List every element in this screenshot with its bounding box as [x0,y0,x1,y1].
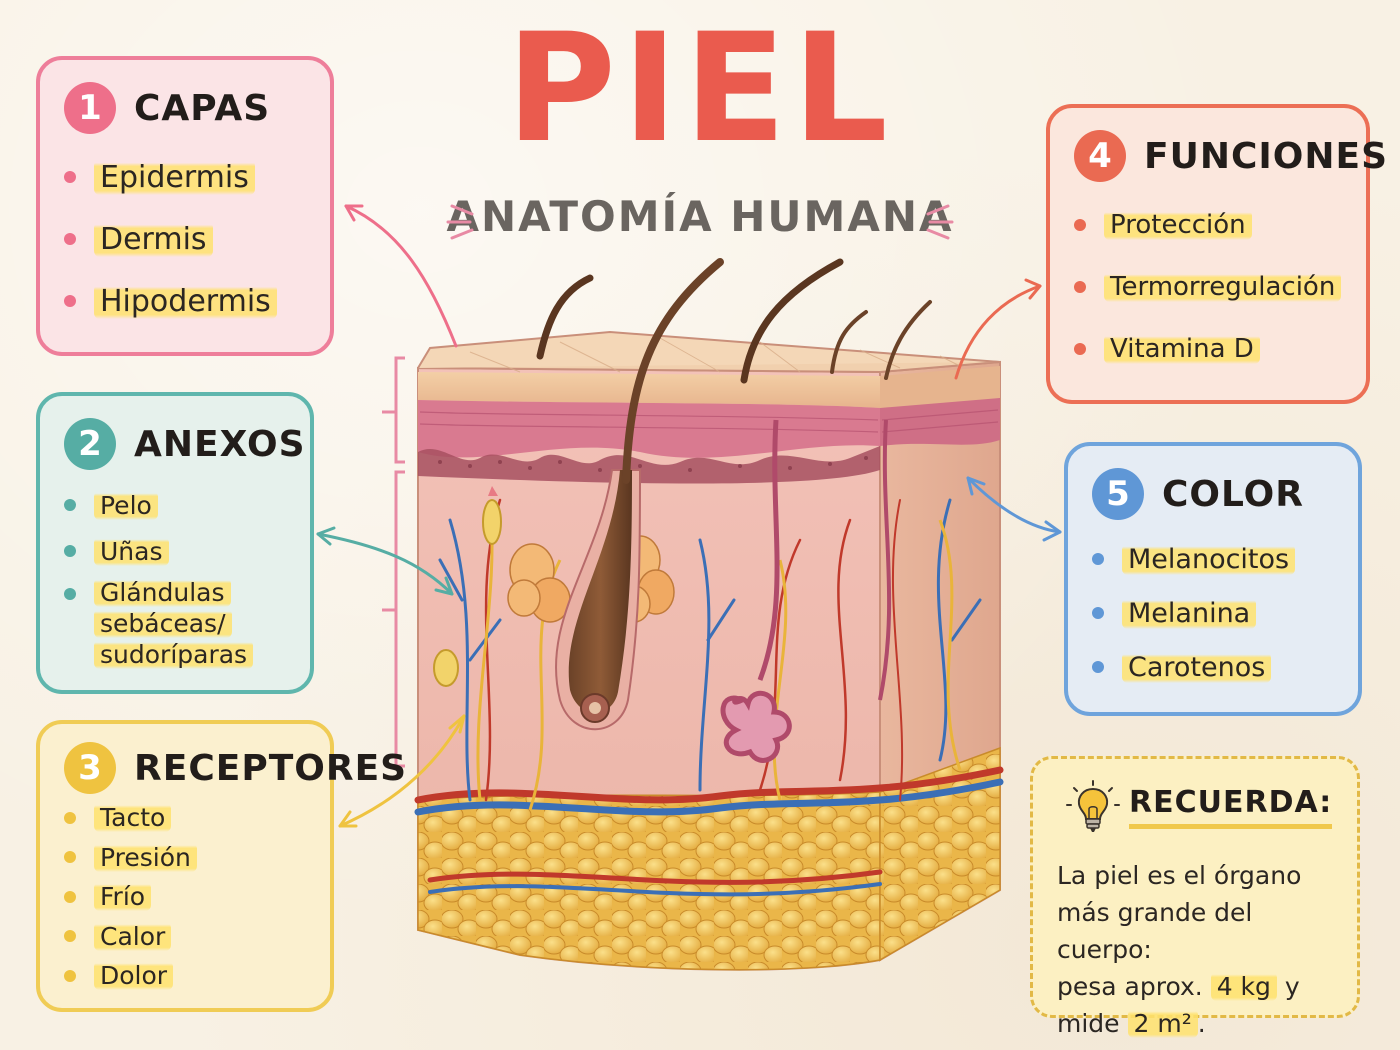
bullet-icon [64,233,76,245]
list-item: Pelo [64,482,286,528]
list-item: Epidermis [64,146,306,208]
panel-receptores: 3 RECEPTORES Tacto Presión Frío Calor Do… [36,720,406,1012]
panel-capas: 1 CAPAS Epidermis Dermis Hipodermis [36,56,334,356]
list-item: Calor [64,917,306,957]
list-item: Protección [1074,194,1342,256]
bullet-icon [64,588,76,600]
page-title: PIEL [506,2,894,176]
sweat-gland [720,419,892,763]
bullet-icon [64,811,76,824]
recuerda-title: RECUERDA: [1129,785,1333,829]
bullet-icon [64,499,76,511]
list-item: Termorregulación [1074,256,1342,318]
connector-arrows [316,204,1062,828]
panel-title: ANEXOS [134,423,306,465]
bullet-icon [64,851,76,864]
panel-number-badge: 3 [64,742,116,794]
bullet-icon [1092,661,1104,673]
list-item: Frío [64,877,306,917]
panel-number-badge: 2 [64,418,116,470]
panel-title: FUNCIONES [1144,135,1389,177]
bullet-icon [1092,607,1104,619]
bullet-icon [1092,553,1104,565]
recuerda-note: RECUERDA: La piel es el órgano más grand… [1030,756,1360,1038]
panel-number-badge: 5 [1092,468,1144,520]
list-item: Presión [64,838,306,878]
bullet-icon [64,890,76,903]
weight-value: 4 kg [1210,972,1277,1001]
bullet-icon [1074,343,1086,355]
sparkle-marks [446,204,954,240]
list-item: Carotenos [1092,640,1334,694]
bullet-icon [1074,281,1086,293]
panel-title: RECEPTORES [134,747,408,789]
list-item: Uñas [64,528,286,574]
list-item: Tacto [64,798,306,838]
list-item: Vitamina D [1074,318,1342,380]
recuerda-text: La piel es el órgano más grande del cuer… [1057,861,1302,1038]
layer-brackets [382,356,405,768]
panel-funciones: 4 FUNCIONES Protección Termorregulación … [1046,104,1387,404]
bullet-icon [64,930,76,943]
receptor-corpuscle [433,486,502,687]
list-item: Hipodermis [64,270,306,332]
lightbulb-icon [1066,780,1120,832]
list-item: Melanina [1092,586,1334,640]
list-item: Melanocitos [1092,532,1334,586]
panel-number-badge: 4 [1074,130,1126,182]
list-item: Dolor [64,956,306,996]
bullet-icon [1074,219,1086,231]
bullet-icon [64,295,76,307]
panel-anexos: 2 ANEXOS Pelo Uñas Glándulas sebáceas/ s… [36,392,314,694]
page-subtitle: ANATOMÍA HUMANA [446,192,954,241]
list-item: Dermis [64,208,306,270]
bullet-icon [64,969,76,982]
panel-title: COLOR [1162,473,1305,515]
area-value: 2 m² [1127,1009,1198,1038]
panel-color: 5 COLOR Melanocitos Melanina Carotenos [1064,442,1362,716]
panel-title: CAPAS [134,87,271,129]
bullet-icon [64,171,76,183]
panel-number-badge: 1 [64,82,116,134]
hair-shafts [536,258,932,484]
list-item: Glándulas sebáceas/ sudoríparas [64,578,286,669]
bullet-icon [64,545,76,557]
